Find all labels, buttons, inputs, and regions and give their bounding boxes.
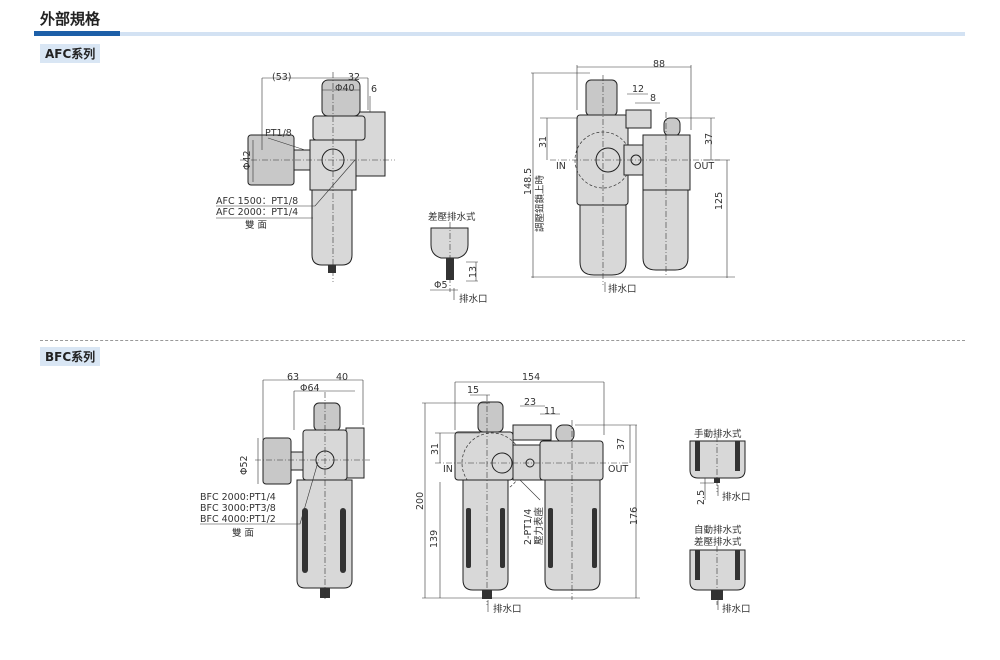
section-divider [40,340,965,341]
dimension-label: 139 [429,530,440,548]
dimension-label: Φ52 [239,455,250,475]
dimension-label: Φ40 [335,83,355,94]
regulator-knob [477,401,504,433]
dimension-label: 63 [287,372,299,383]
dimension-label: 23 [524,397,536,408]
afc-combo-drawing: 88 12 8 31 IN OUT 37 148.5 調壓鈕鎖上時 125 排水… [523,59,735,295]
dimension-label: Φ5 [434,280,448,291]
dimension-label: 31 [430,443,441,455]
dimension-label: AFC 1500：PT1/8 [216,196,298,207]
dimension-label: 手動排水式 [694,428,742,440]
dimension-label: 13 [468,266,479,278]
dimension-label: 差壓排水式 [428,211,476,223]
dimension-label: 15 [467,385,479,396]
bfc-unit-drawing: 63 40 Φ64 Φ52 BFC 2000:PT1/4 BFC 3000:PT… [200,372,370,600]
dimension-label: 2.5 [696,490,707,505]
dimension-label: 2-PT1/4 [523,509,534,545]
dimension-label: 11 [544,406,556,417]
dimension-label: 12 [632,84,644,95]
dimension-label: 排水口 [493,603,522,615]
dimension-label: BFC 2000:PT1/4 [200,492,276,503]
dimension-label: 154 [522,372,540,383]
page-title: 外部規格 [40,10,101,28]
bfc-series-label: BFC系列 [40,347,101,366]
dimension-label: 調壓鈕鎖上時 [534,174,546,232]
dimension-label: 自動排水式 [694,524,742,536]
connector [512,444,544,481]
dimension-label: 37 [616,438,627,450]
dimension-label: (53) [272,72,292,83]
dimension-label: 排水口 [608,283,637,295]
title-underline-accent [34,31,120,36]
lubricator-body [539,440,604,481]
filter-bowl [462,479,509,591]
auto-drain-bowl [689,549,746,591]
lubricator-cap [663,117,681,137]
dimension-label: 32 [348,72,360,83]
dimension-label: Φ64 [300,383,320,394]
pressure-gauge [262,437,292,485]
dimension-label: 125 [714,192,725,210]
bracket [512,424,552,441]
afc-unit-drawing: (53) 32 Φ40 6 PT1/8 Φ42 AFC 1500：PT1/8 A… [216,72,395,282]
lubricator-bowl [642,189,689,271]
bowl [296,479,353,589]
dimension-label: 差壓排水式 [694,536,742,548]
afc-drain-drawing: 差壓排水式 Φ5 13 排水口 [428,211,488,305]
dimension-label: 排水口 [459,293,488,305]
dimension-label: IN [556,161,566,172]
drain-valve [328,265,336,273]
dimension-label: 雙 面 [245,219,267,231]
drain-bowl [430,227,469,259]
dimension-label: AFC 2000：PT1/4 [216,207,298,218]
lubricator-bowl [544,479,601,591]
dimension-label: 8 [650,93,656,104]
dimension-label: 排水口 [722,491,751,503]
dimension-label: 88 [653,59,665,70]
dimension-label: 6 [371,84,377,95]
dimension-label: 31 [538,136,549,148]
dimension-label: BFC 3000:PT3/8 [200,503,276,514]
mounting-bracket [345,427,365,479]
bfc-combo-drawing: 154 15 23 11 31 IN OUT 37 200 139 176 2-… [415,372,640,615]
dimension-label: 雙 面 [232,527,254,539]
title-underline [120,32,965,36]
dimension-label: 37 [704,133,715,145]
dimension-label: 壓力表座 [533,506,545,545]
dimension-label: OUT [694,161,714,172]
dimension-label: PT1/8 [265,128,292,139]
bfc-drains-drawing: 手動排水式 2.5 排水口 自動排水式 差壓排水式 排水口 [689,428,751,615]
dimension-label: 200 [415,492,426,510]
dimension-label: IN [443,464,453,475]
dimension-label: BFC 4000:PT1/2 [200,514,276,525]
dimension-label: 176 [629,507,640,525]
bowl [311,189,353,266]
bracket [625,109,652,129]
dimension-label: OUT [608,464,628,475]
afc-series-label: AFC系列 [40,44,101,63]
lubricator-cap [555,424,575,443]
dimension-label: 排水口 [722,603,751,615]
bonnet [312,115,366,141]
manual-drain-bowl [689,440,746,479]
adjust-knob [313,402,341,432]
lubricator-body [642,134,691,191]
regulator-knob [585,79,618,117]
dimension-label: 40 [336,372,348,383]
dimension-label: 148.5 [523,168,534,195]
dimension-label: Φ42 [242,150,253,170]
